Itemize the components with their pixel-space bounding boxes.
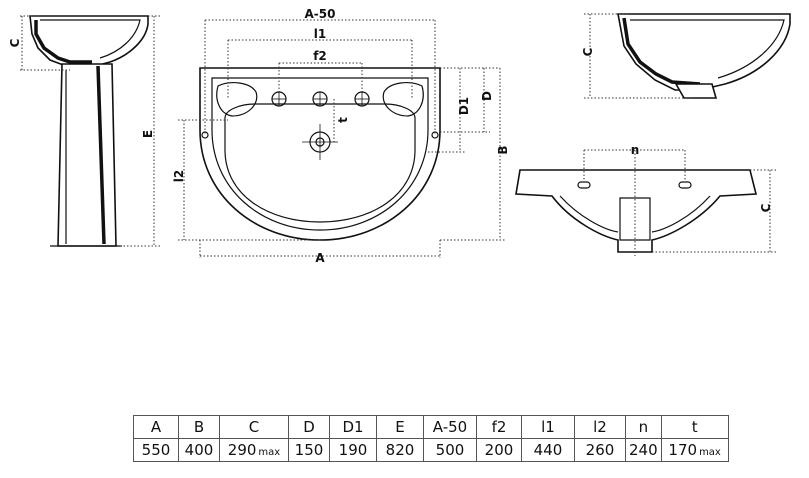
- value-f2: 200: [476, 438, 522, 462]
- t-label: t: [336, 117, 350, 123]
- n-label: n: [631, 143, 640, 157]
- d-label: D: [480, 91, 494, 101]
- value-c-number: 290: [227, 441, 257, 459]
- e-label: E: [141, 130, 155, 138]
- top-view-basin: [178, 19, 506, 258]
- value-b: 400: [178, 438, 220, 462]
- header-c: C: [219, 415, 289, 439]
- value-l2: 260: [574, 438, 626, 462]
- l1-label: l1: [314, 27, 326, 41]
- l2-label: l2: [172, 170, 186, 182]
- header-d: D: [288, 415, 330, 439]
- value-d: 150: [288, 438, 330, 462]
- value-n: 240: [625, 438, 662, 462]
- header-n: n: [625, 415, 662, 439]
- header-d1: D1: [329, 415, 377, 439]
- d1-label: D1: [457, 97, 471, 115]
- header-a50: A-50: [423, 415, 477, 439]
- dimensions-table: A B C D D1 E A-50 f2 l1 l2 n t 550 400 2…: [133, 415, 729, 462]
- c-left-label: C: [8, 38, 22, 47]
- header-l1: l1: [521, 415, 575, 439]
- header-l2: l2: [574, 415, 626, 439]
- technical-drawings: C E: [8, 7, 791, 265]
- c-right-bottom-label: C: [759, 203, 773, 212]
- a50-label: A-50: [305, 7, 336, 21]
- header-b: B: [178, 415, 220, 439]
- table-header-row: A B C D D1 E A-50 f2 l1 l2 n t: [133, 415, 729, 439]
- value-l1: 440: [521, 438, 575, 462]
- value-a: 550: [133, 438, 179, 462]
- f2-label: f2: [313, 49, 327, 63]
- value-d1: 190: [329, 438, 377, 462]
- a-label: A: [315, 251, 325, 265]
- b-label: B: [496, 145, 510, 154]
- side-section-view: [584, 13, 791, 99]
- header-a: A: [133, 415, 179, 439]
- value-e: 820: [376, 438, 424, 462]
- value-a50: 500: [423, 438, 477, 462]
- value-t-number: 170: [668, 441, 698, 459]
- value-t-suffix: max: [699, 447, 721, 458]
- side-view-pedestal: [20, 15, 160, 247]
- front-view: [515, 149, 776, 256]
- header-e: E: [376, 415, 424, 439]
- value-c-suffix: max: [258, 447, 281, 458]
- c-right-top-label: C: [581, 47, 595, 56]
- header-t: t: [660, 415, 729, 439]
- header-f2: f2: [476, 415, 522, 439]
